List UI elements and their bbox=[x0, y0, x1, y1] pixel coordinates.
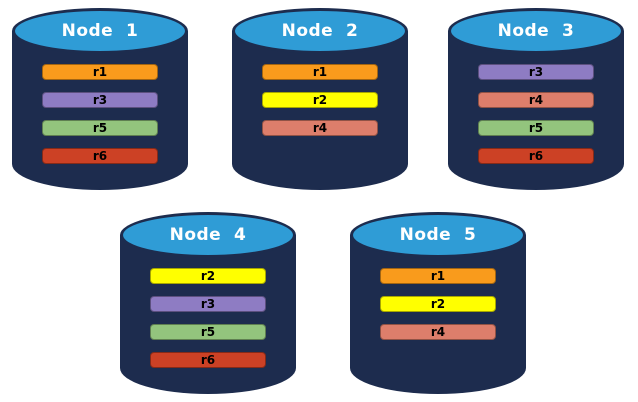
node-title: Node 4 bbox=[169, 225, 247, 245]
replica-bar: r4 bbox=[262, 120, 378, 136]
replica-bar: r5 bbox=[150, 324, 266, 340]
replica-bar: r1 bbox=[380, 268, 496, 284]
replica-label: r3 bbox=[200, 297, 216, 311]
replica-label: r3 bbox=[92, 93, 108, 107]
replica-bar-list: r1 r2 r4 bbox=[380, 268, 496, 340]
replica-bar: r6 bbox=[150, 352, 266, 368]
db-node-2: Node 2 r1 r2 r4 bbox=[232, 8, 408, 190]
db-node-5: Node 5 r1 r2 r4 bbox=[350, 212, 526, 394]
replica-bar: r2 bbox=[150, 268, 266, 284]
replica-bar: r5 bbox=[478, 120, 594, 136]
db-node-4: Node 4 r2 r3 r5 r6 bbox=[120, 212, 296, 394]
cylinder-top: Node 5 bbox=[350, 212, 526, 258]
replica-bar: r4 bbox=[478, 92, 594, 108]
cylinder-body bbox=[232, 31, 408, 190]
replica-bar-list: r2 r3 r5 r6 bbox=[150, 268, 266, 368]
replica-bar-list: r1 r3 r5 r6 bbox=[42, 64, 158, 164]
db-node-3: Node 3 r3 r4 r5 r6 bbox=[448, 8, 624, 190]
replica-label: r2 bbox=[430, 297, 446, 311]
replica-label: r1 bbox=[92, 65, 108, 79]
replica-label: r6 bbox=[528, 149, 544, 163]
replica-bar: r3 bbox=[42, 92, 158, 108]
replica-bar: r2 bbox=[380, 296, 496, 312]
replica-label: r4 bbox=[430, 325, 446, 339]
replica-bar: r1 bbox=[42, 64, 158, 80]
node-title: Node 2 bbox=[281, 21, 359, 41]
node-title: Node 1 bbox=[61, 21, 139, 41]
replica-label: r4 bbox=[312, 121, 328, 135]
cylinder-top: Node 3 bbox=[448, 8, 624, 54]
node-title: Node 5 bbox=[399, 225, 477, 245]
replica-label: r1 bbox=[312, 65, 328, 79]
replica-label: r5 bbox=[200, 325, 216, 339]
replica-bar: r3 bbox=[478, 64, 594, 80]
replica-bar: r3 bbox=[150, 296, 266, 312]
replica-label: r1 bbox=[430, 269, 446, 283]
replica-bar-list: r3 r4 r5 r6 bbox=[478, 64, 594, 164]
replica-label: r6 bbox=[200, 353, 216, 367]
replica-bar: r6 bbox=[42, 148, 158, 164]
replica-label: r2 bbox=[312, 93, 328, 107]
replica-bar: r1 bbox=[262, 64, 378, 80]
replica-bar: r2 bbox=[262, 92, 378, 108]
cylinder-body bbox=[350, 235, 526, 394]
cylinder-top: Node 4 bbox=[120, 212, 296, 258]
replica-bar: r6 bbox=[478, 148, 594, 164]
cylinder-top: Node 2 bbox=[232, 8, 408, 54]
replica-label: r5 bbox=[528, 121, 544, 135]
cylinder-top: Node 1 bbox=[12, 8, 188, 54]
node-title: Node 3 bbox=[497, 21, 575, 41]
replica-label: r2 bbox=[200, 269, 216, 283]
replica-label: r5 bbox=[92, 121, 108, 135]
replica-bar-list: r1 r2 r4 bbox=[262, 64, 378, 136]
replica-bar: r5 bbox=[42, 120, 158, 136]
replica-bar: r4 bbox=[380, 324, 496, 340]
replica-label: r6 bbox=[92, 149, 108, 163]
db-node-1: Node 1 r1 r3 r5 r6 bbox=[12, 8, 188, 190]
replica-label: r4 bbox=[528, 93, 544, 107]
replica-label: r3 bbox=[528, 65, 544, 79]
